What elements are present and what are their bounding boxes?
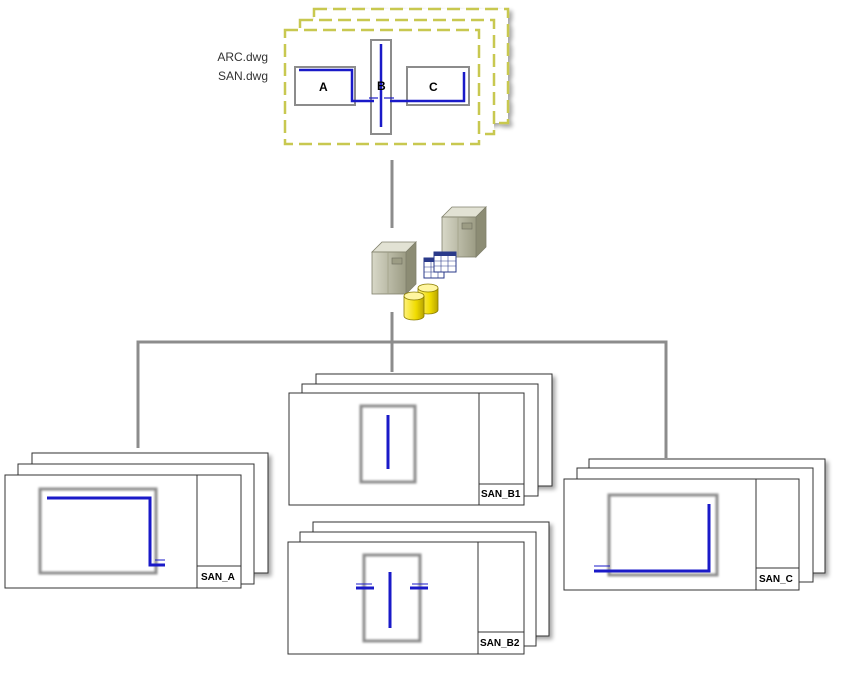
- connector-bus: [136, 340, 668, 458]
- room-a: [294, 66, 356, 106]
- sheet-stack-san-b2: SAN_B2: [287, 521, 550, 655]
- table-icon: [423, 251, 457, 279]
- master-drawing-stack: A B C: [283, 7, 510, 146]
- server-icon: [441, 206, 487, 258]
- room-label-c: C: [429, 80, 438, 94]
- sheet-title-san-a: SAN_A: [201, 572, 235, 583]
- sheet-title-san-c: SAN_C: [759, 574, 793, 585]
- server-icon: [371, 241, 417, 295]
- sheet-stack-san-c: SAN_C: [563, 458, 826, 591]
- file-label-san: SAN.dwg: [217, 69, 268, 83]
- server-cluster: [371, 206, 487, 321]
- room-label-b: B: [377, 79, 386, 93]
- sheet-stack-san-a: SAN_A: [4, 452, 269, 589]
- database-icon: [403, 283, 439, 321]
- sheet-title-san-b2: SAN_B2: [480, 638, 520, 649]
- room-c: [406, 66, 470, 106]
- sheet-san-b2: [287, 541, 525, 655]
- sheet-stack-san-b1: SAN_B1: [288, 373, 553, 506]
- sheet-san-b1: [288, 392, 525, 506]
- sheet-title-san-b1: SAN_B1: [481, 489, 521, 500]
- connectors: [136, 160, 668, 458]
- file-label-arc: ARC.dwg: [217, 50, 268, 64]
- sheet-san-a: [4, 474, 242, 589]
- room-label-a: A: [319, 80, 328, 94]
